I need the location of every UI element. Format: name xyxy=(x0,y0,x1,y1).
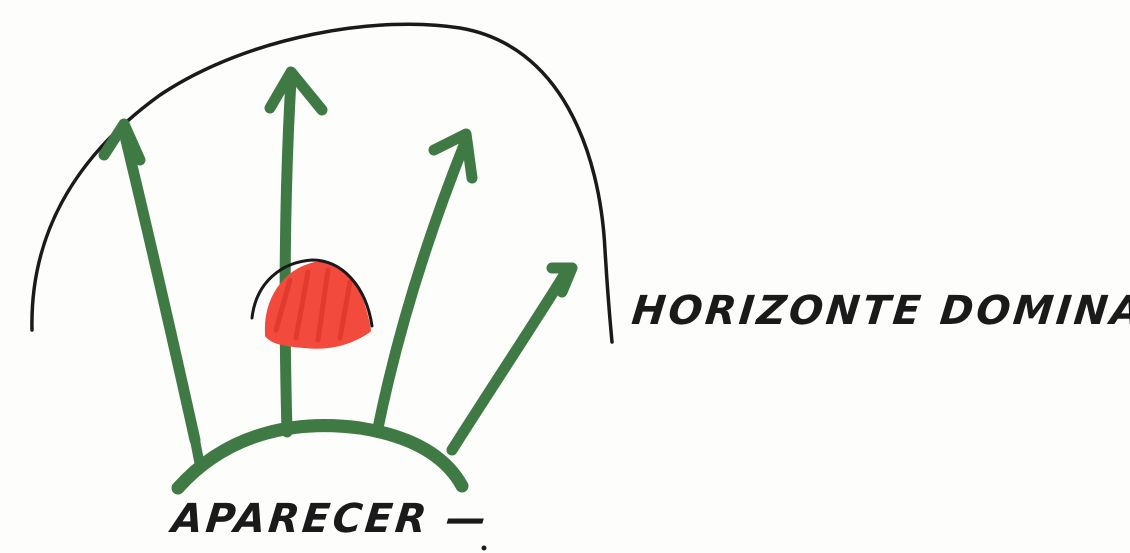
emergence-arrows xyxy=(104,72,572,450)
arrow-far-right xyxy=(452,272,566,450)
emergence-base-tick xyxy=(195,440,200,466)
arrow-right xyxy=(378,140,466,428)
arrow-center xyxy=(285,80,291,432)
dot-mark xyxy=(482,546,487,551)
arrow-center-head xyxy=(270,72,322,110)
arrow-left xyxy=(124,132,195,440)
emergence-base-arc xyxy=(178,426,462,488)
dominant-horizon-label: HORIZONTE DOMINANTE xyxy=(630,288,1130,334)
emerge-label: APARECER — xyxy=(170,496,492,542)
